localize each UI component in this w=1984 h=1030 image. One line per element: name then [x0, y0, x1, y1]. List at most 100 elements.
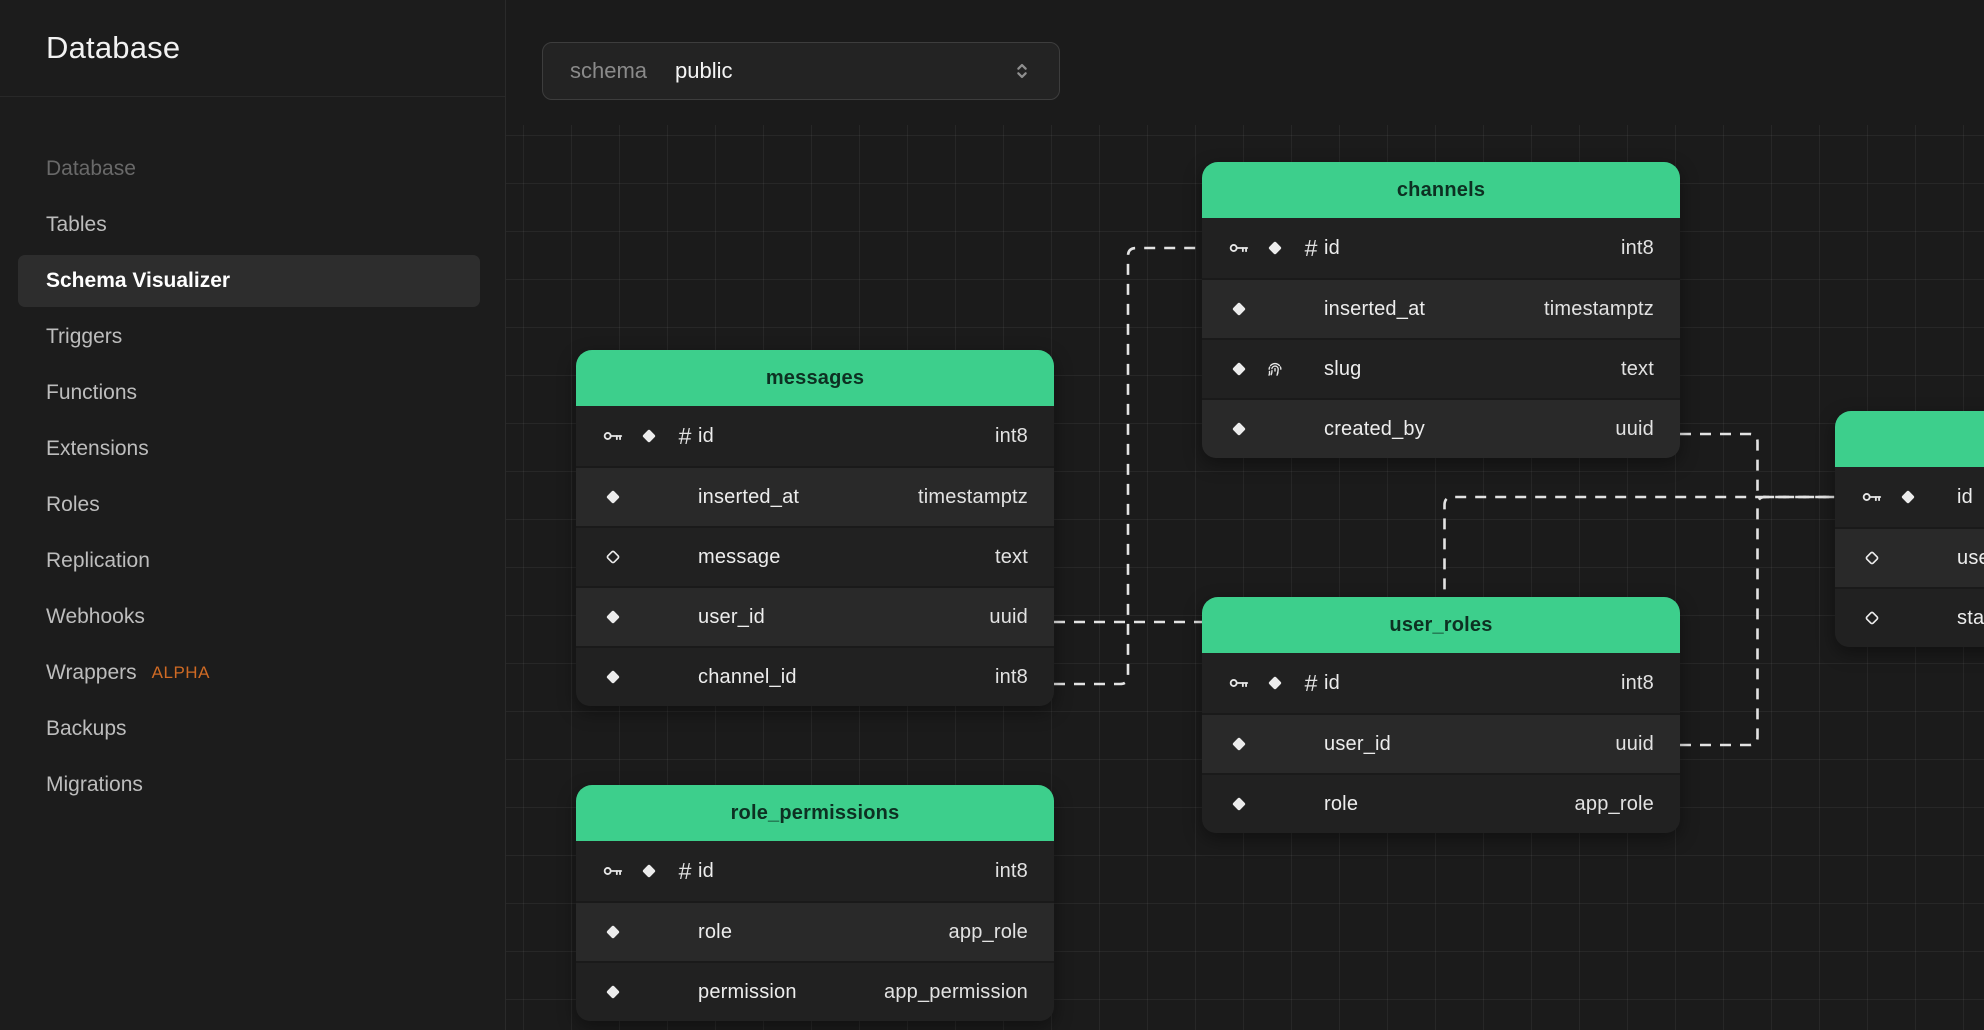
sidebar-item-tables[interactable]: Tables: [18, 199, 480, 251]
schema-select[interactable]: schema public: [542, 42, 1060, 100]
column-name: user_id: [698, 605, 765, 628]
sidebar-item-label: Migrations: [46, 773, 143, 796]
column-icons: [1228, 793, 1324, 815]
table-header[interactable]: [1835, 411, 1984, 467]
primary-key-icon: [602, 860, 624, 882]
column-icons: [1861, 547, 1957, 569]
sidebar-item-label: Functions: [46, 381, 138, 404]
column-name: id: [1324, 236, 1340, 259]
column-row-user_id[interactable]: user_id uuid: [576, 586, 1054, 646]
sidebar-item-label: Triggers: [46, 325, 123, 348]
sidebar-item-roles[interactable]: Roles: [18, 479, 480, 531]
sidebar-item-backups[interactable]: Backups: [18, 703, 480, 755]
column-type: text: [994, 545, 1028, 568]
edge-messages-channel_id: [1054, 246, 1202, 686]
number-type-icon: #: [678, 423, 692, 449]
column-row-sta[interactable]: sta: [1835, 587, 1984, 647]
column-icons: [1861, 607, 1957, 629]
column-type: uuid: [989, 605, 1028, 628]
column-name: message: [698, 545, 781, 568]
table-title: messages: [765, 366, 865, 389]
column-type: int8: [1620, 236, 1654, 259]
table-header[interactable]: channels: [1202, 162, 1680, 218]
not-null-diamond-icon: [602, 486, 624, 508]
edge-user_roles-user_id: [1680, 495, 1835, 747]
column-row-role[interactable]: role app_role: [1202, 773, 1680, 833]
not-null-diamond-icon: [1228, 793, 1250, 815]
sidebar-item-schema-visualizer[interactable]: Schema Visualizer: [18, 255, 480, 307]
column-row-id[interactable]: id: [1835, 467, 1984, 527]
sidebar-item-label: Database: [46, 157, 136, 180]
not-null-diamond-icon: [602, 981, 624, 1003]
column-type: app_role: [1574, 792, 1654, 815]
column-name: role: [698, 920, 733, 943]
column-icons: [1228, 358, 1324, 380]
column-name: role: [1324, 792, 1359, 815]
table-node-clipped_right[interactable]: id use sta: [1835, 411, 1984, 647]
column-row-message[interactable]: message text: [576, 526, 1054, 586]
column-type: timestamptz: [917, 485, 1028, 508]
column-icons: [602, 486, 698, 508]
sidebar-item-replication[interactable]: Replication: [18, 535, 480, 587]
column-icons: #: [602, 858, 698, 884]
page-title: Database: [46, 30, 181, 65]
not-null-diamond-icon: [602, 921, 624, 943]
sidebar-item-migrations[interactable]: Migrations: [18, 759, 480, 811]
sidebar-item-webhooks[interactable]: Webhooks: [18, 591, 480, 643]
not-null-diamond-icon: [602, 666, 624, 688]
column-icons: [1228, 298, 1324, 320]
table-header[interactable]: user_roles: [1202, 597, 1680, 653]
schema-select-value: public: [675, 58, 733, 83]
column-row-user_id[interactable]: user_id uuid: [1202, 713, 1680, 773]
sidebar-item-label: Backups: [46, 717, 127, 740]
number-type-icon: #: [678, 858, 692, 884]
column-name: user_id: [1324, 732, 1391, 755]
column-type: uuid: [1615, 732, 1654, 755]
unique-fingerprint-icon: [1264, 358, 1286, 380]
table-title: role_permissions: [730, 801, 900, 824]
column-icons: [602, 981, 698, 1003]
edge-channels-created_by: [1680, 432, 1835, 499]
sidebar-item-triggers[interactable]: Triggers: [18, 311, 480, 363]
primary-key-icon: [1228, 672, 1250, 694]
column-icons: [602, 606, 698, 628]
number-type-icon: #: [1304, 235, 1318, 261]
column-icons: #: [602, 423, 698, 449]
column-row-id[interactable]: # id int8: [1202, 218, 1680, 278]
not-null-diamond-icon: [1228, 298, 1250, 320]
column-name: use: [1957, 546, 1984, 569]
table-title: user_roles: [1389, 613, 1493, 636]
not-null-diamond-icon: [602, 606, 624, 628]
sidebar-item-label: Replication: [46, 549, 150, 572]
sidebar-item-functions[interactable]: Functions: [18, 367, 480, 419]
sidebar-item-extensions[interactable]: Extensions: [18, 423, 480, 475]
sidebar-item-label: Tables: [46, 213, 107, 236]
table-header[interactable]: role_permissions: [576, 785, 1054, 841]
sidebar-item-label: Wrappers: [46, 661, 137, 684]
schema-select-label: schema: [570, 58, 648, 83]
column-row-use[interactable]: use: [1835, 527, 1984, 587]
table-header[interactable]: messages: [576, 350, 1054, 406]
sidebar-header: Database: [0, 0, 505, 97]
not-null-diamond-icon: [1228, 418, 1250, 440]
